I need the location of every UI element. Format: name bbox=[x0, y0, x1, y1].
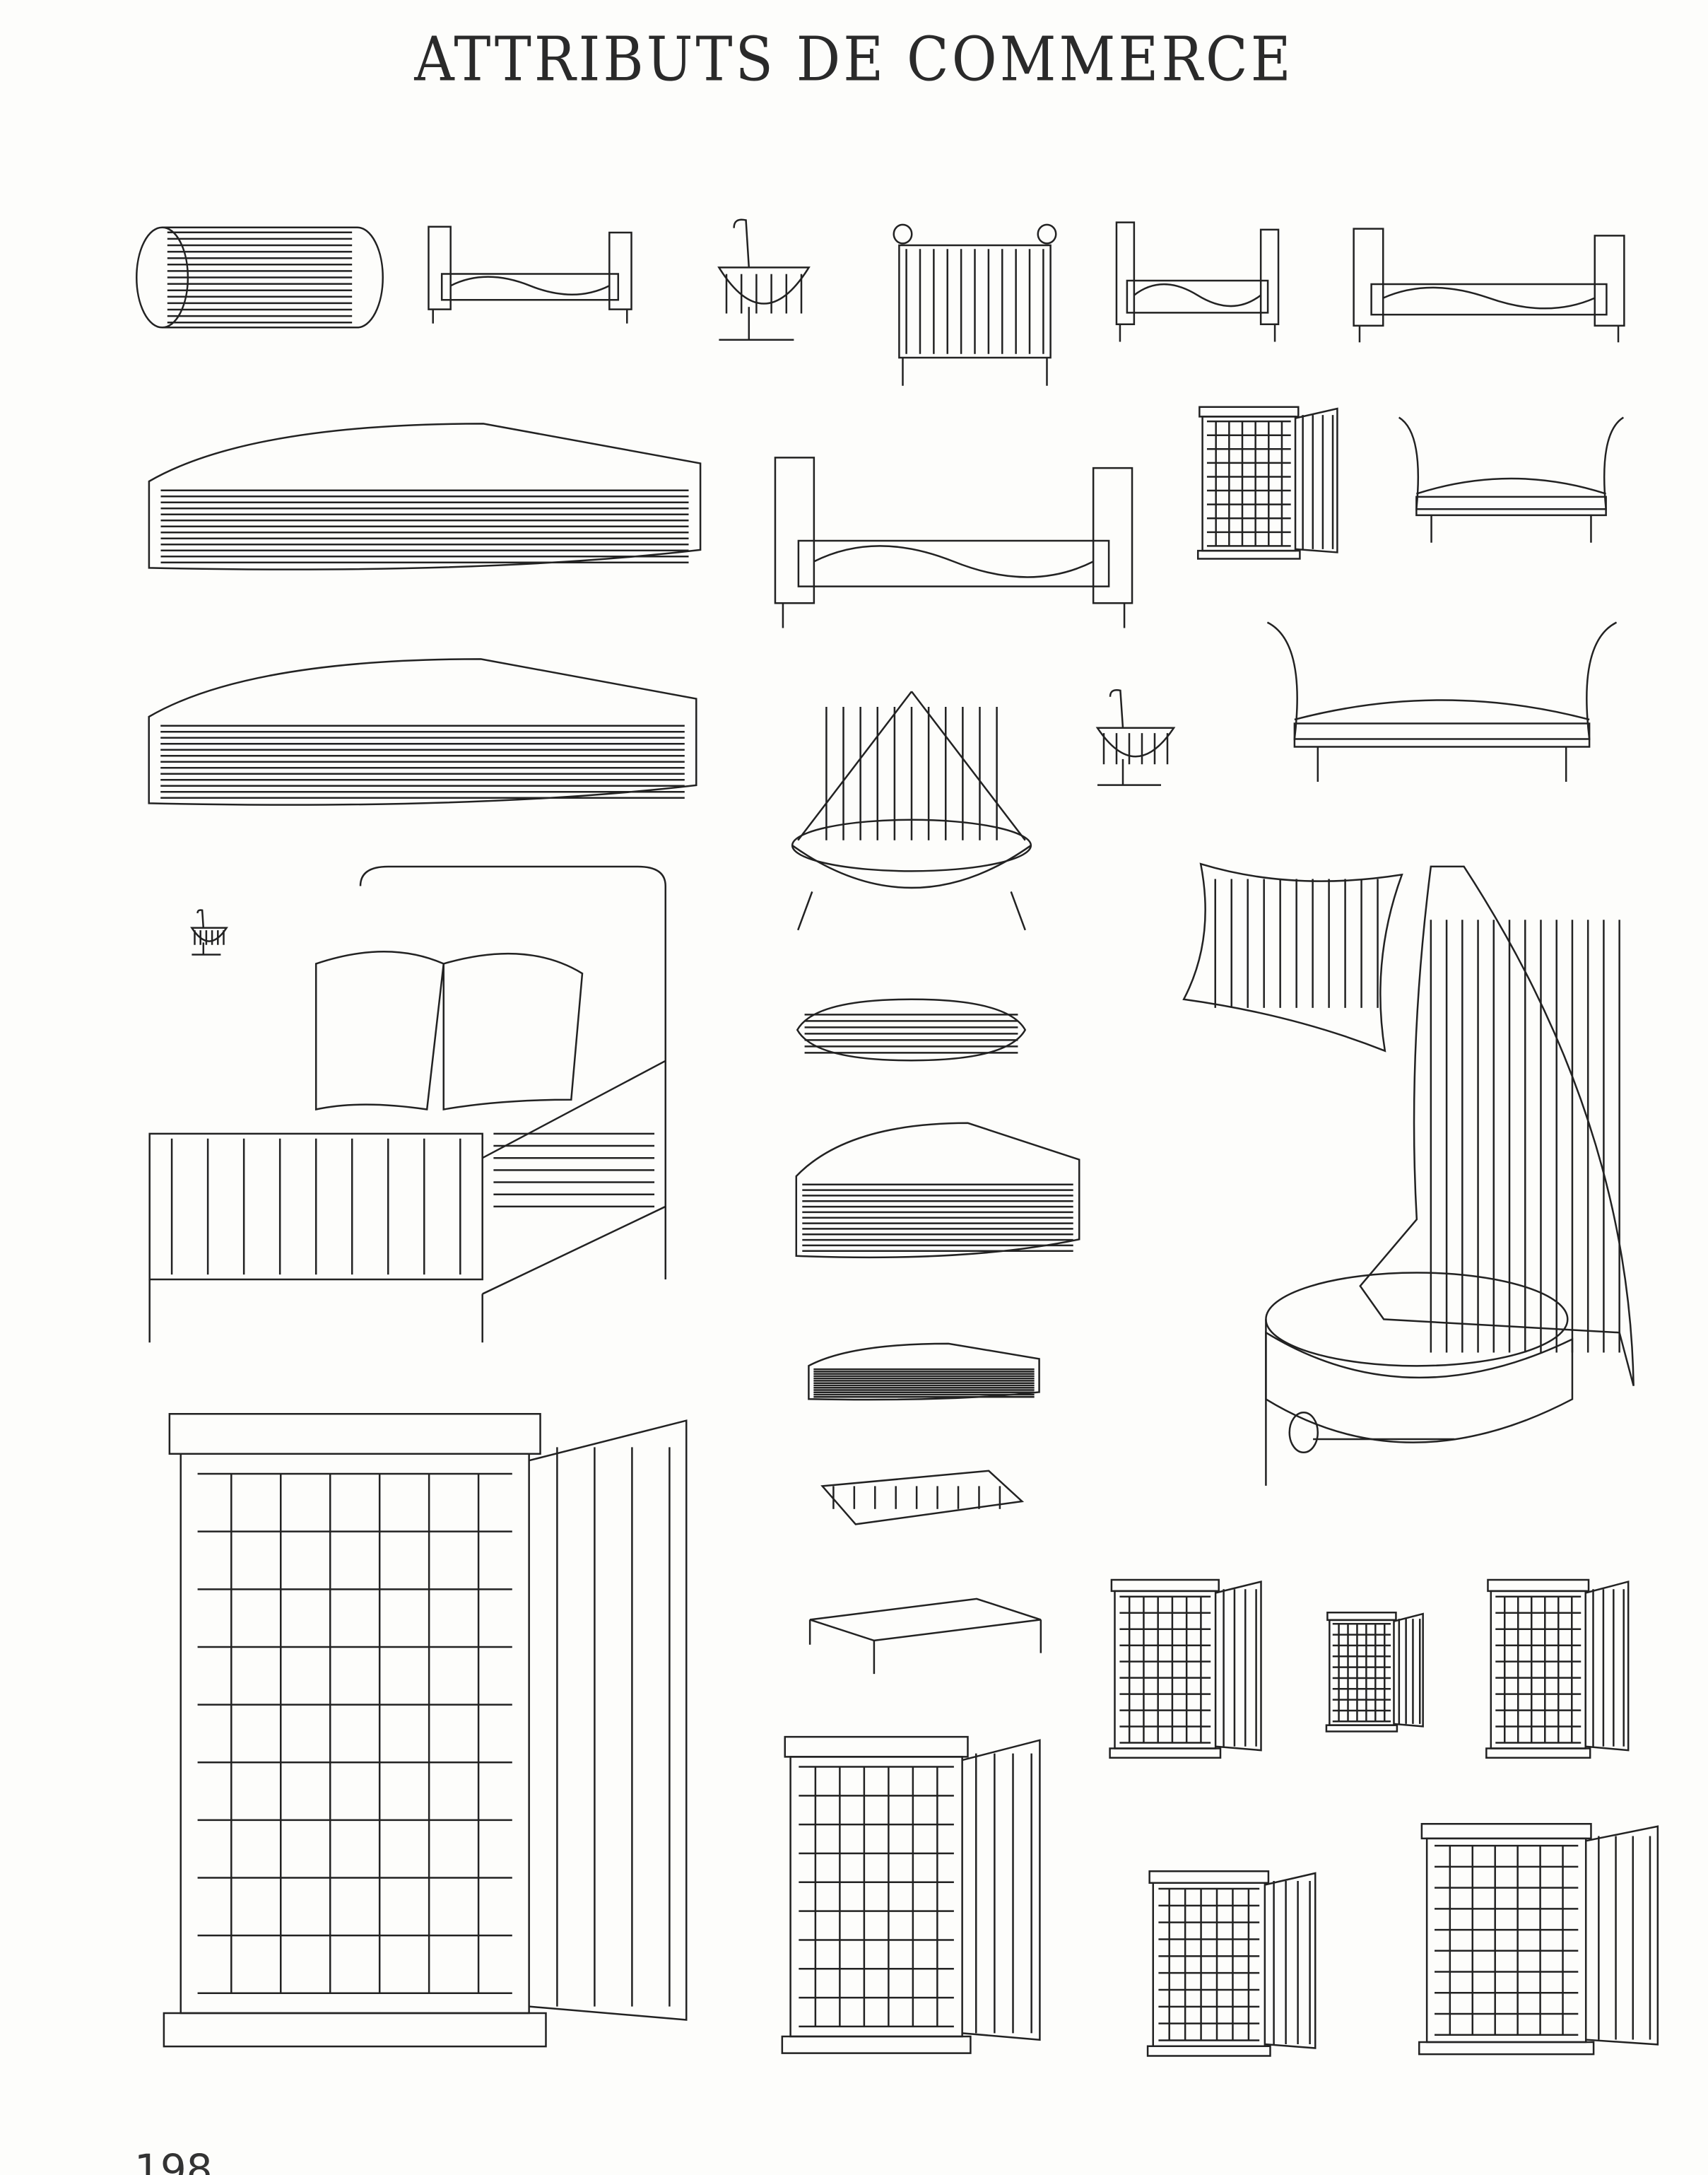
canopy-cradle-drawing bbox=[770, 686, 1054, 943]
page-number: 198 bbox=[134, 2145, 213, 2175]
bassinet-drawing bbox=[1072, 686, 1199, 790]
mattress-drawing bbox=[801, 1338, 1047, 1407]
sofa-bed-illustration bbox=[1248, 603, 1636, 797]
desk-safe-illustration bbox=[1144, 1865, 1324, 2060]
cabinet-illustration bbox=[1195, 402, 1345, 562]
safe-drawing bbox=[777, 1727, 1054, 2060]
cushion-illustration bbox=[790, 992, 1032, 1068]
pillow-illustration bbox=[1172, 853, 1414, 1068]
safe-drawing bbox=[1483, 1574, 1636, 1761]
safe-drawing bbox=[1144, 1865, 1324, 2060]
cot-drawing bbox=[797, 1595, 1054, 1678]
canopy-bed-drawing bbox=[1172, 853, 1643, 1519]
daybed-drawing bbox=[1248, 603, 1636, 797]
bassinet-stand-illustration bbox=[689, 215, 839, 346]
page-title: ATTRIBUTS DE COMMERCE bbox=[414, 25, 1294, 95]
bookcase-safe-illustration bbox=[1483, 1574, 1636, 1761]
pillow-drawing bbox=[1172, 853, 1414, 1068]
small-safe-illustration bbox=[1107, 1574, 1269, 1761]
crib-drawing bbox=[885, 208, 1065, 395]
scroll-iron-daybed-illustration bbox=[760, 437, 1148, 645]
tiny-safe-illustration bbox=[1324, 1609, 1428, 1734]
box-spring-illustration bbox=[811, 1463, 1033, 1540]
spring-drawing bbox=[811, 1463, 1033, 1540]
mattress-box-illustration bbox=[801, 1338, 1047, 1407]
safe-drawing bbox=[1107, 1574, 1269, 1761]
large-safe-illustration bbox=[153, 1394, 714, 2060]
tufted-mattress-illustration bbox=[131, 409, 718, 590]
canopy-bed-illustration bbox=[1172, 853, 1643, 1519]
bolster-illustration bbox=[131, 215, 388, 340]
tiny-cradle-illustration bbox=[180, 908, 238, 957]
large-iron-bed-illustration bbox=[139, 867, 693, 1352]
bed-drawing bbox=[1109, 208, 1285, 353]
safe-drawing bbox=[1324, 1609, 1428, 1734]
mattress-drawing bbox=[787, 1110, 1088, 1276]
iron-bed-with-mattress-illustration bbox=[1109, 208, 1285, 353]
cot-frame-illustration bbox=[797, 1595, 1054, 1678]
crib-illustration bbox=[885, 208, 1065, 395]
wedge-mattress-illustration bbox=[131, 645, 714, 825]
bassinet-drawing bbox=[689, 215, 839, 346]
shelf-safe-illustration bbox=[1414, 1817, 1671, 2059]
safe-drawing bbox=[1195, 402, 1345, 562]
iron-daybed-illustration bbox=[1342, 215, 1636, 353]
cushion-drawing bbox=[790, 992, 1032, 1068]
canopy-cradle-illustration bbox=[770, 686, 1054, 943]
bolster-drawing bbox=[131, 215, 388, 340]
small-cradle-illustration bbox=[1072, 686, 1199, 790]
bed-drawing bbox=[420, 215, 640, 333]
bassinet-drawing bbox=[180, 908, 238, 957]
medium-safe-illustration bbox=[777, 1727, 1054, 2060]
ornate-daybed-illustration bbox=[1386, 402, 1636, 555]
bed-drawing bbox=[760, 437, 1148, 645]
safe-drawing bbox=[153, 1394, 714, 2060]
small-iron-bed-illustration bbox=[420, 215, 640, 333]
mattress-drawing bbox=[131, 409, 718, 590]
bigbed-drawing bbox=[139, 867, 693, 1352]
safe-drawing bbox=[1414, 1817, 1671, 2059]
mattress-drawing bbox=[131, 645, 714, 825]
daybed-drawing bbox=[1386, 402, 1636, 555]
spring-mattress-illustration bbox=[787, 1110, 1088, 1276]
bed-drawing bbox=[1342, 215, 1636, 353]
